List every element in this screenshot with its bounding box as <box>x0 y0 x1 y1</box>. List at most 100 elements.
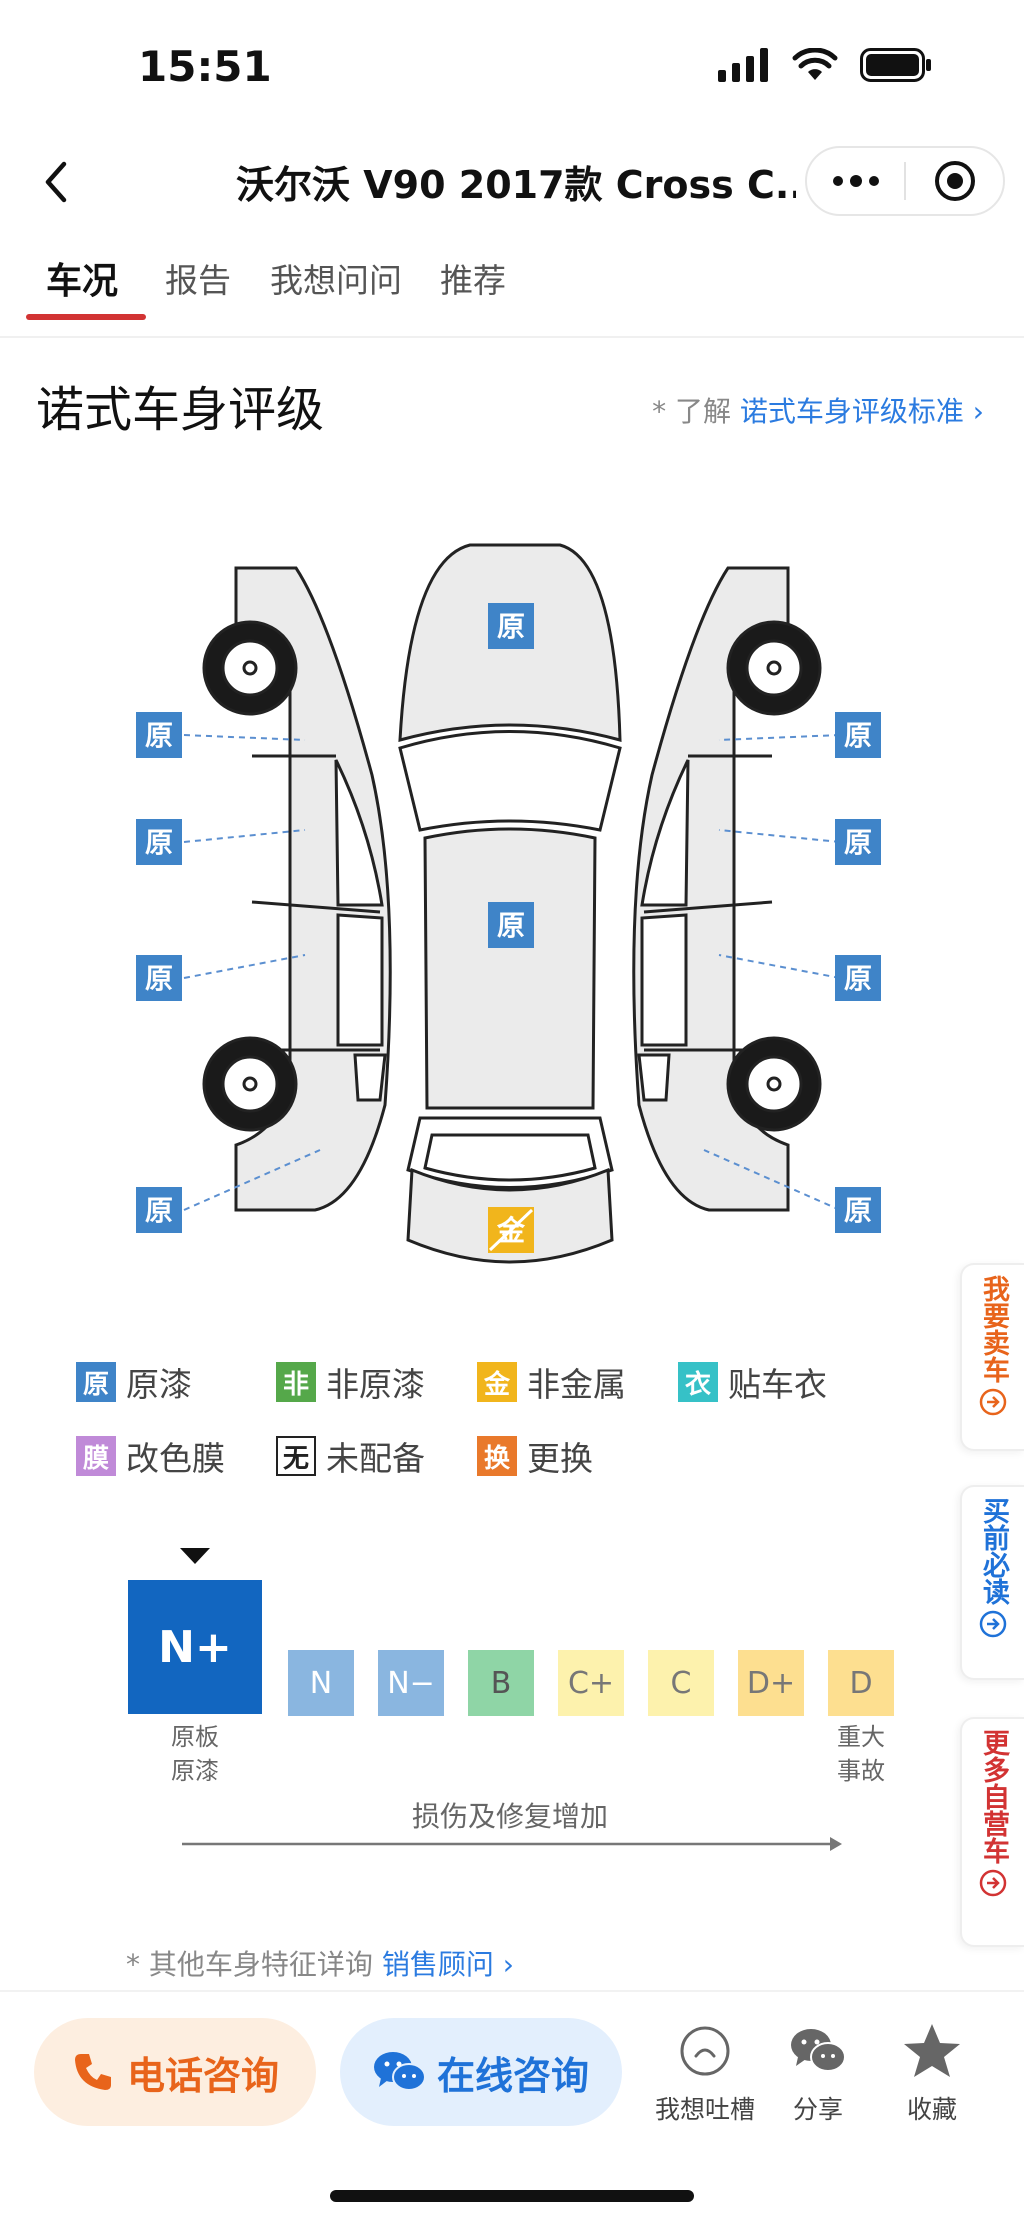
tab-ask[interactable]: 我想问问 <box>270 261 402 300</box>
phone-icon <box>74 2054 111 2090</box>
side-tab-must-read[interactable]: 买前必读 <box>960 1485 1024 1680</box>
feedback-button[interactable]: 我想吐槽 <box>645 2020 765 2126</box>
marker-right-rear-door: 原 <box>835 955 881 1001</box>
grade-c: C <box>648 1650 714 1716</box>
legend-label: 非原漆 <box>326 1365 425 1404</box>
marker-right-rear-quarter-text: 原 <box>844 1194 872 1227</box>
back-arrow-icon[interactable] <box>36 154 80 210</box>
share-button[interactable]: 分享 <box>758 2020 878 2126</box>
legend-label: 贴车衣 <box>728 1365 827 1404</box>
mini-program-capsule <box>805 146 1005 216</box>
tab-bar: 车况 报告 我想问问 推荐 <box>0 248 1024 338</box>
wechat-share-icon <box>791 2029 846 2072</box>
rating-standard-link[interactable]: * 了解 诺式车身评级标准 › <box>652 390 984 430</box>
marker-right-rear-quarter: 原 <box>835 1187 881 1233</box>
grade-best-line2: 原漆 <box>171 1757 219 1785</box>
marker-right-front-door: 原 <box>835 819 881 865</box>
bottom-action-bar: 电话咨询 在线咨询 我想吐槽 <box>0 1990 1024 2219</box>
grade-best-label: 原板 原漆 <box>160 1720 230 1788</box>
marker-left-rear-quarter: 原 <box>136 1187 182 1233</box>
legend-color-film: 膜 改色膜 <box>76 1432 225 1480</box>
damage-arrow-icon <box>182 1837 842 1851</box>
legend-not-equipped: 无 未配备 <box>276 1432 425 1480</box>
favorite-button[interactable]: 收藏 <box>872 2020 992 2126</box>
tab-recommend[interactable]: 推荐 <box>440 261 506 300</box>
active-tab-indicator <box>26 314 146 320</box>
home-indicator <box>330 2190 694 2202</box>
marker-tailgate: 金 <box>488 1207 534 1253</box>
grade-n-plus: N+ <box>128 1580 262 1714</box>
legend-replaced: 换 更换 <box>477 1432 593 1480</box>
legend-label: 未配备 <box>326 1439 425 1478</box>
arrow-circle-icon <box>979 1869 1007 1897</box>
capsule-divider <box>904 162 906 200</box>
note-prefix: * 其他车身特征详询 <box>126 1948 373 1981</box>
sales-consultant-link[interactable]: 销售顾问 › <box>381 1948 514 1981</box>
marker-hood: 原 <box>488 603 534 649</box>
status-time: 15:51 <box>138 42 272 91</box>
side-tab-more-cars[interactable]: 更多自营车 <box>960 1717 1024 1947</box>
battery-icon <box>860 48 931 82</box>
signal-icon <box>718 48 768 82</box>
legend-chip: 膜 <box>76 1436 116 1476</box>
legend-chip: 换 <box>477 1436 517 1476</box>
marker-right-front-door-text: 原 <box>844 826 872 859</box>
legend-chip: 无 <box>276 1436 316 1476</box>
grade-worst-label: 重大 事故 <box>826 1720 896 1788</box>
tab-condition[interactable]: 车况 <box>46 261 119 302</box>
nav-header: 沃尔沃 V90 2017款 Cross C... <box>0 140 1024 220</box>
arrow-circle-icon <box>979 1610 1007 1638</box>
more-dots-icon <box>832 175 879 187</box>
marker-left-front-fender-text: 原 <box>145 719 173 752</box>
status-icons <box>718 48 932 82</box>
learn-prefix: * 了解 <box>652 395 731 428</box>
marker-roof: 原 <box>488 902 534 948</box>
marker-left-front-door: 原 <box>136 819 182 865</box>
status-bar: 15:51 <box>0 0 1024 130</box>
grade-b: B <box>468 1650 534 1716</box>
phone-consult-label: 电话咨询 <box>126 2053 279 2098</box>
feedback-label: 我想吐槽 <box>654 2095 755 2124</box>
windshield <box>398 730 622 832</box>
marker-right-front-fender-text: 原 <box>844 719 872 752</box>
side-tab-sell-car[interactable]: 我要卖车 <box>960 1263 1024 1451</box>
legend-original-paint: 原 原漆 <box>76 1358 192 1406</box>
sales-consultant-note: * 其他车身特征详询 销售顾问 › <box>126 1943 514 1983</box>
grade-worst-line1: 重大 <box>837 1723 885 1751</box>
damage-increase-label: 损伤及修复增加 <box>412 1800 609 1833</box>
legend-non-original-paint: 非 非原漆 <box>276 1358 425 1406</box>
side-tab-label: 我要卖车 <box>978 1275 1009 1383</box>
legend-label: 原漆 <box>126 1365 192 1404</box>
legend-chip: 原 <box>76 1362 116 1402</box>
target-icon <box>934 161 975 201</box>
marker-right-rear-door-text: 原 <box>844 962 872 995</box>
legend-label: 非金属 <box>527 1365 626 1404</box>
marker-left-rear-door-text: 原 <box>145 962 173 995</box>
more-button[interactable] <box>807 148 904 214</box>
share-label: 分享 <box>792 2095 843 2124</box>
legend-chip: 非 <box>276 1362 316 1402</box>
close-mini-program-button[interactable] <box>906 148 1003 214</box>
marker-roof-text: 原 <box>497 909 525 942</box>
car-body-diagram: 原 原 原 原 原 原 原 原 原 原 金 <box>136 543 881 1264</box>
wifi-icon <box>792 48 838 80</box>
favorite-label: 收藏 <box>906 2095 957 2124</box>
marker-right-front-fender: 原 <box>835 712 881 758</box>
current-grade-pointer-icon <box>180 1548 210 1564</box>
marker-left-front-door-text: 原 <box>145 826 173 859</box>
tab-report[interactable]: 报告 <box>165 261 231 300</box>
page-title: 沃尔沃 V90 2017款 Cross C... <box>236 163 796 207</box>
side-tab-label: 买前必读 <box>978 1497 1009 1605</box>
phone-consult-button[interactable]: 电话咨询 <box>34 2018 316 2126</box>
arrow-circle-icon <box>979 1388 1007 1416</box>
side-tab-label: 更多自营车 <box>978 1729 1009 1864</box>
online-consult-button[interactable]: 在线咨询 <box>340 2018 622 2126</box>
marker-left-front-fender: 原 <box>136 712 182 758</box>
marker-left-rear-door: 原 <box>136 955 182 1001</box>
grade-d: D <box>828 1650 894 1716</box>
legend-non-metal: 金 非金属 <box>477 1358 626 1406</box>
online-consult-label: 在线咨询 <box>436 2053 589 2098</box>
section-title: 诺式车身评级 <box>36 382 325 438</box>
grade-n: N <box>288 1650 354 1716</box>
learn-link-text[interactable]: 诺式车身评级标准 › <box>739 395 984 428</box>
